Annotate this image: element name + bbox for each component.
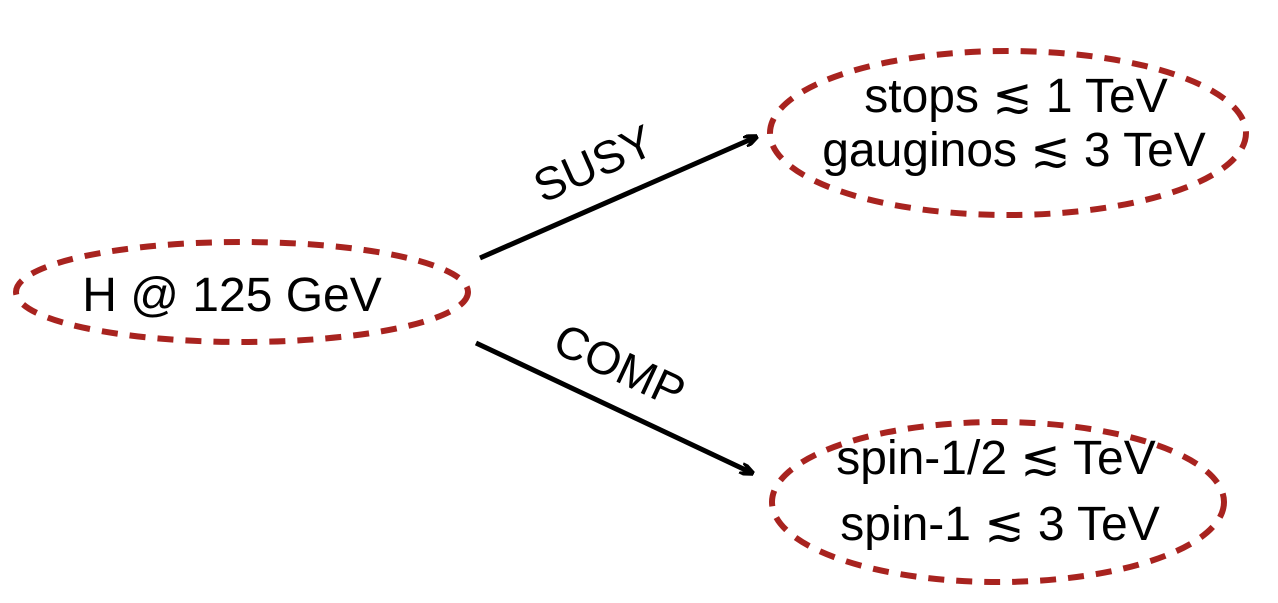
node-comp: spin-1/2 ≲ TeV spin-1 ≲ 3 TeV [769, 419, 1227, 585]
edge-susy-arrow [478, 137, 756, 261]
node-susy-line1: stops ≲ 1 TeV [864, 70, 1168, 123]
node-comp-line2: spin-1 ≲ 3 TeV [840, 498, 1160, 551]
node-higgs: H @ 125 GeV [13, 239, 471, 345]
edge-susy-label: SUSY [526, 114, 662, 212]
node-susy-ellipse [767, 48, 1249, 218]
node-susy-line2: gauginos ≲ 3 TeV [822, 124, 1206, 177]
edge-comp: COMP [474, 313, 752, 473]
node-higgs-ellipse [13, 239, 471, 345]
node-higgs-label: H @ 125 GeV [82, 269, 382, 322]
node-comp-line1: spin-1/2 ≲ TeV [836, 432, 1156, 485]
edge-comp-arrow [474, 340, 752, 473]
node-comp-ellipse [769, 419, 1227, 585]
edge-comp-label: COMP [546, 313, 693, 418]
node-susy: stops ≲ 1 TeV gauginos ≲ 3 TeV [767, 48, 1249, 218]
edge-susy: SUSY [478, 114, 756, 261]
